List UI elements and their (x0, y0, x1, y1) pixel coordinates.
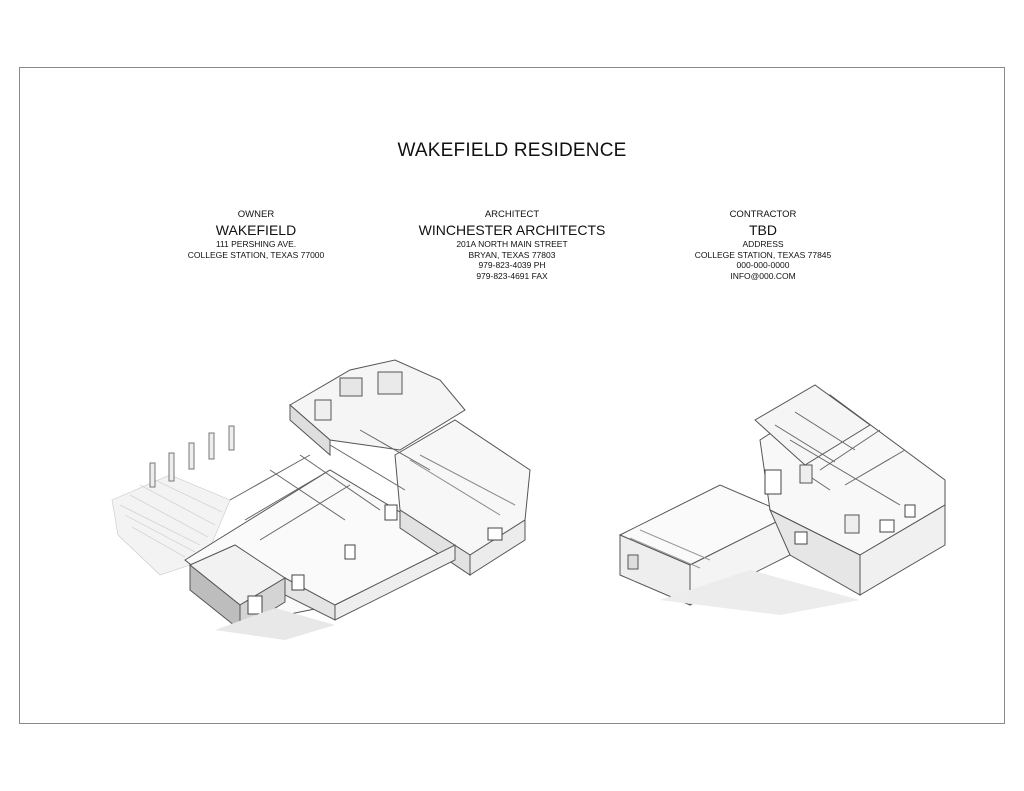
architect-role: ARCHITECT (484, 209, 540, 220)
architect-address-line: 201A NORTH MAIN STREET (456, 239, 568, 249)
architect-fax: 979-823-4691 FAX (476, 270, 548, 281)
contractor-role: CONTRACTOR (729, 209, 797, 220)
owner-role: OWNER (237, 209, 275, 220)
owner-name: WAKEFIELD (215, 222, 297, 238)
bedroom-wing-top (289, 359, 466, 451)
architect-address-line: BRYAN, TEXAS 77803 (468, 249, 556, 260)
owner-block: OWNER WAKEFIELD 111 PERSHING AVE. COLLEG… (126, 209, 386, 260)
architect-phone: 979-823-4039 PH (478, 260, 546, 270)
isometric-view-right (618, 384, 946, 615)
contractor-phone: 000-000-0000 (736, 260, 790, 270)
contractor-email: INFO@000.COM (730, 270, 796, 281)
columns (149, 425, 235, 488)
sheet-border (19, 67, 1005, 724)
owner-address-line: 111 PERSHING AVE. (215, 239, 297, 249)
right-bedroom-block (754, 384, 871, 466)
contractor-name: TBD (749, 222, 777, 238)
project-title: WAKEFIELD RESIDENCE (397, 140, 627, 161)
owner-address-line: COLLEGE STATION, TEXAS 77000 (187, 249, 325, 260)
contractor-address-line: COLLEGE STATION, TEXAS 77845 (694, 249, 832, 260)
architect-block: ARCHITECT WINCHESTER ARCHITECTS 201A NOR… (382, 209, 642, 281)
isometric-view-left (111, 359, 531, 640)
architect-name: WINCHESTER ARCHITECTS (418, 222, 606, 238)
contractor-block: CONTRACTOR TBD ADDRESS COLLEGE STATION, … (633, 209, 893, 281)
contractor-address-line: ADDRESS (742, 239, 784, 249)
